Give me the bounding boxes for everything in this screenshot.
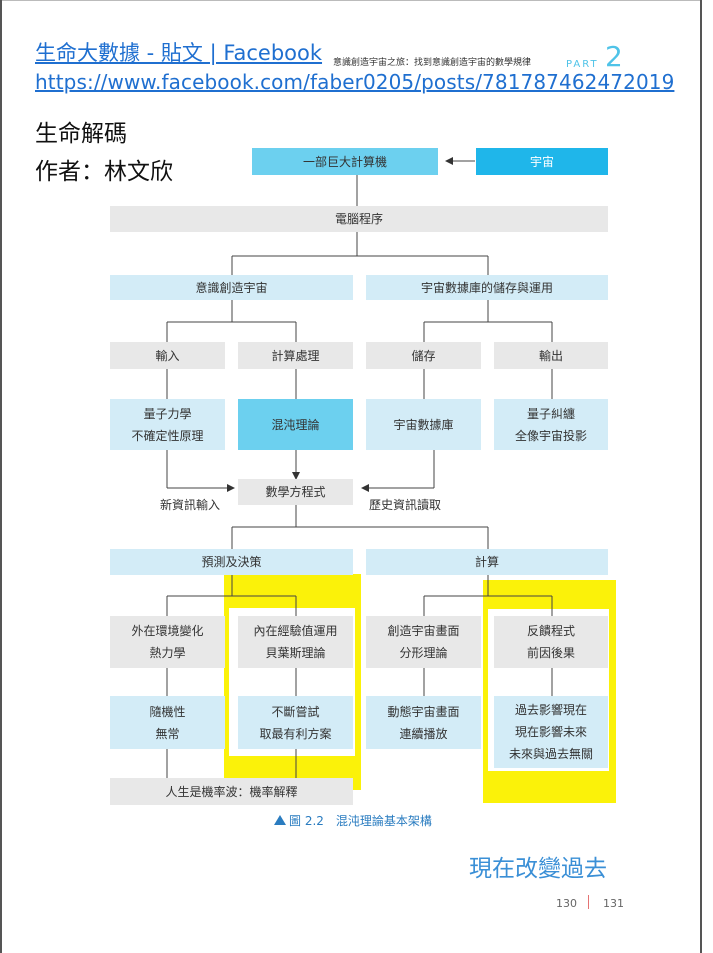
facebook-post-title-link[interactable]: 生命大數據 - 貼文 | Facebook	[35, 41, 323, 65]
box-quantum-entanglement: 量子糾纏全像宇宙投影	[494, 399, 608, 450]
book-title: 生命解碼	[35, 121, 127, 147]
label-new-info-input: 新資訊輸入	[160, 498, 221, 512]
box-chaos-theory: 混沌理論	[238, 399, 353, 450]
box-quantum-mechanics: 量子力學不確定性原理	[110, 399, 225, 450]
box-dynamic-universe-frame: 動態宇宙畫面連續播放	[366, 696, 481, 749]
box-math-equation: 數學方程式	[238, 479, 353, 505]
part-number: 2	[605, 40, 623, 73]
box-continuous-trial: 不斷嘗試取最有利方案	[238, 696, 353, 749]
box-compute: 計算處理	[238, 342, 353, 369]
figure-caption: 圖 2.2 混沌理論基本架構	[289, 814, 432, 828]
page-frame-right	[700, 0, 702, 953]
blue-annotation: 現在改變過去	[469, 856, 607, 882]
page-frame-top	[0, 0, 702, 1]
facebook-post-url-link[interactable]: https://www.facebook.com/faber0205/posts…	[35, 70, 675, 94]
box-external-environment: 外在環境變化熱力學	[110, 616, 225, 668]
page-number-left: 130	[556, 897, 577, 910]
box-past-affects-present: 過去影響現在現在影響未來未來與過去無關	[494, 696, 608, 768]
box-universe-database-use: 宇宙數據庫的儲存與運用	[366, 275, 608, 300]
box-create-universe-frame: 創造宇宙畫面分形理論	[366, 616, 481, 668]
box-randomness: 隨機性無常	[110, 696, 225, 749]
box-output: 輸出	[494, 342, 608, 369]
box-universe: 宇宙	[476, 148, 608, 175]
page-frame-left	[0, 0, 2, 953]
page-number-separator	[588, 895, 589, 909]
part-label: PART	[566, 59, 599, 70]
box-storage: 儲存	[366, 342, 481, 369]
box-input: 輸入	[110, 342, 225, 369]
box-universe-database: 宇宙數據庫	[366, 399, 481, 450]
box-inner-experience: 內在經驗值運用貝葉斯理論	[238, 616, 353, 668]
box-calculate: 計算	[366, 549, 608, 575]
author-line: 作者：林文欣	[35, 159, 173, 185]
box-consciousness-creates-universe: 意識創造宇宙	[110, 275, 353, 300]
page-number-right: 131	[603, 897, 624, 910]
running-title: 意識創造宇宙之旅：找到意識創造宇宙的數學規律	[333, 58, 532, 68]
caption-triangle-icon	[274, 815, 286, 825]
box-computer-program: 電腦程序	[110, 206, 608, 232]
box-feedback-program: 反饋程式前因後果	[494, 616, 608, 668]
box-life-probability-wave: 人生是機率波：機率解釋	[110, 778, 353, 805]
box-giant-computer: 一部巨大計算機	[252, 148, 438, 175]
label-history-read: 歷史資訊讀取	[369, 498, 442, 512]
box-prediction-decision: 預測及決策	[110, 549, 353, 575]
